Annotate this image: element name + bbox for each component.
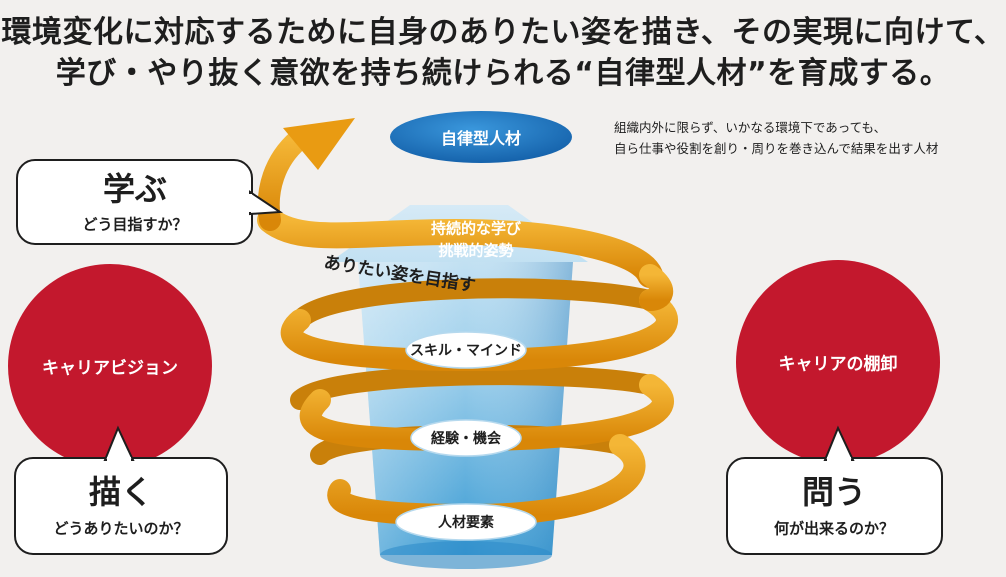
headline-line-2: 学び・やり抜く意欲を持ち続けられる“自律型人材”を育成する。 [55,56,951,91]
draw-bubble [14,425,228,555]
learn-title: 学ぶ [102,170,168,208]
ask-bubble [726,425,943,555]
learn-subtitle: どう目指すか？ [82,215,188,234]
draw-subtitle: どうありたいのか？ [53,519,189,538]
arrow-text-2: 挑戦的姿勢 [438,241,514,260]
layer-experience: 経験・機会 [431,431,501,447]
layer-ovals [395,331,537,541]
career-vision-label: キャリアビジョン [42,358,178,379]
career-vision-circle [8,264,212,468]
layer-skill-mind: スキル・マインド [410,343,522,359]
headline-line-1: 環境変化に対応するために自身のありたい姿を描き、その実現に向けて、 [1,15,1005,50]
arrow-text-1: 持続的な学び [430,219,522,238]
career-inventory-label: キャリアの棚卸 [778,354,898,375]
spiral-arrow-head [283,118,355,170]
goal-description-2: 自ら仕事や役割を創り・周りを巻き込んで結果を出す人材 [614,141,939,156]
learn-bubble [16,159,284,245]
layer-human-element: 人材要素 [438,515,494,531]
career-inventory-circle [736,260,940,464]
spiral-ribbon-top [257,118,673,311]
goal-label: 自律型人材 [440,129,522,148]
ask-title: 問う [801,473,867,511]
ask-subtitle: 何が出来るのか？ [773,519,895,538]
draw-title: 描く [88,473,154,511]
goal-description-1: 組織内外に限らず、いかなる環境下であっても、 [614,120,887,135]
goal-ellipse [390,111,572,163]
